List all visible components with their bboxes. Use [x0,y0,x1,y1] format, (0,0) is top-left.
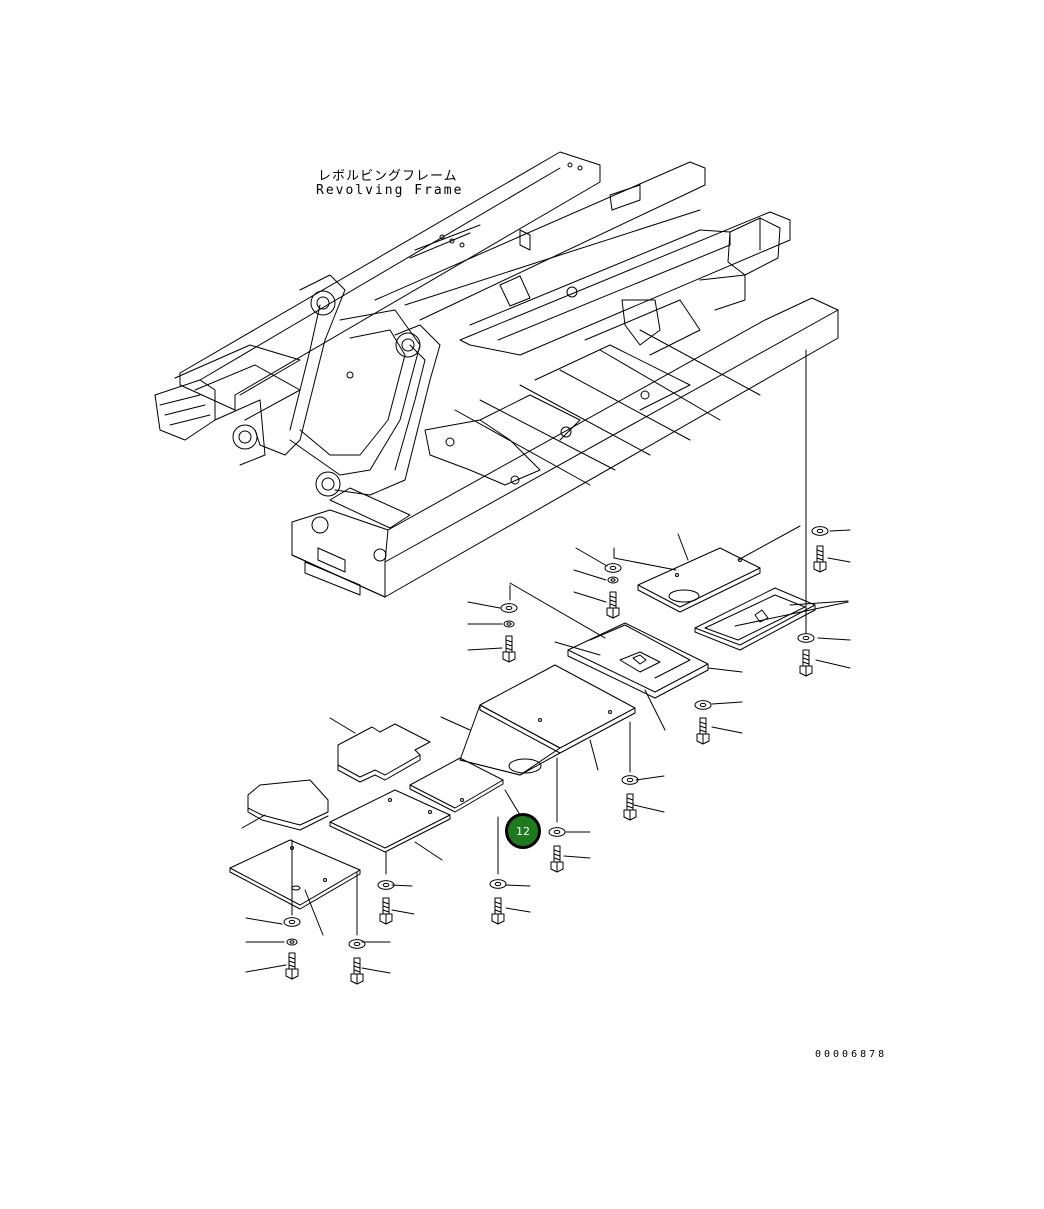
frame-title-japanese: レボルビングフレーム [318,169,458,184]
washer [604,563,622,573]
washer-hole [553,829,561,835]
bolt-head [379,913,393,925]
washer-hole [353,941,361,947]
cover-plate-left-bottom [229,839,361,936]
washer-hole [494,881,502,887]
bolt-shank [553,845,561,863]
cover-plate-large-center [440,664,636,776]
spring-washer-hole [289,940,295,944]
bolt-head [696,733,710,745]
washer-hole [699,702,707,708]
cover-plate-center-bracket [554,622,743,731]
spring-washer-hole [610,578,616,582]
washer [500,603,518,613]
cover-plate-left-rounded [241,779,329,831]
washer-hole [802,635,810,641]
cover-plate-right-mid [694,587,849,651]
spring-washer [286,938,298,946]
cover-plate-small-center [409,757,521,816]
bolt-shank [382,897,390,915]
bolt-head [502,651,516,663]
bolt-shank [802,649,810,667]
washer-hole [816,528,824,534]
bolt-shank [816,545,824,563]
bolt-head [623,809,637,821]
washer [797,633,815,643]
drawing-number: 00006878 [815,1049,888,1060]
cover-plate-left-notched [329,717,431,783]
spring-washer-hole [506,622,512,626]
bolt-head [491,913,505,925]
cover-plate-left-mid [329,789,451,861]
spring-washer [607,576,619,584]
bolt-head [799,665,813,677]
bolt-head [285,968,299,980]
bolt-head [550,861,564,873]
bolt-head [350,973,364,985]
washer [548,827,566,837]
bolt-shank [505,635,513,653]
washer [283,917,301,927]
frame-title-english: Revolving Frame [316,183,464,198]
washer-hole [505,605,513,611]
bolt-shank [699,717,707,735]
bolt-head [606,607,620,619]
washer [489,879,507,889]
hardware [283,526,829,985]
hardware-leader-lines [245,529,851,974]
leader-lines [291,349,807,936]
part-callout-12[interactable]: 12 [505,813,541,849]
washer-hole [609,565,617,571]
bolt-shank [288,952,296,970]
spring-washer [503,620,515,628]
cover-plate-right-top [637,525,801,613]
washer [694,700,712,710]
washer-hole [288,919,296,925]
bolt-shank [609,591,617,609]
bolt-shank [494,897,502,915]
bolt-shank [353,957,361,975]
washer [811,526,829,536]
revolving-frame [154,151,839,598]
bolt-shank [626,793,634,811]
washer-hole [382,882,390,888]
bolt-head [813,561,827,573]
washer-hole [626,777,634,783]
washer [348,939,366,949]
